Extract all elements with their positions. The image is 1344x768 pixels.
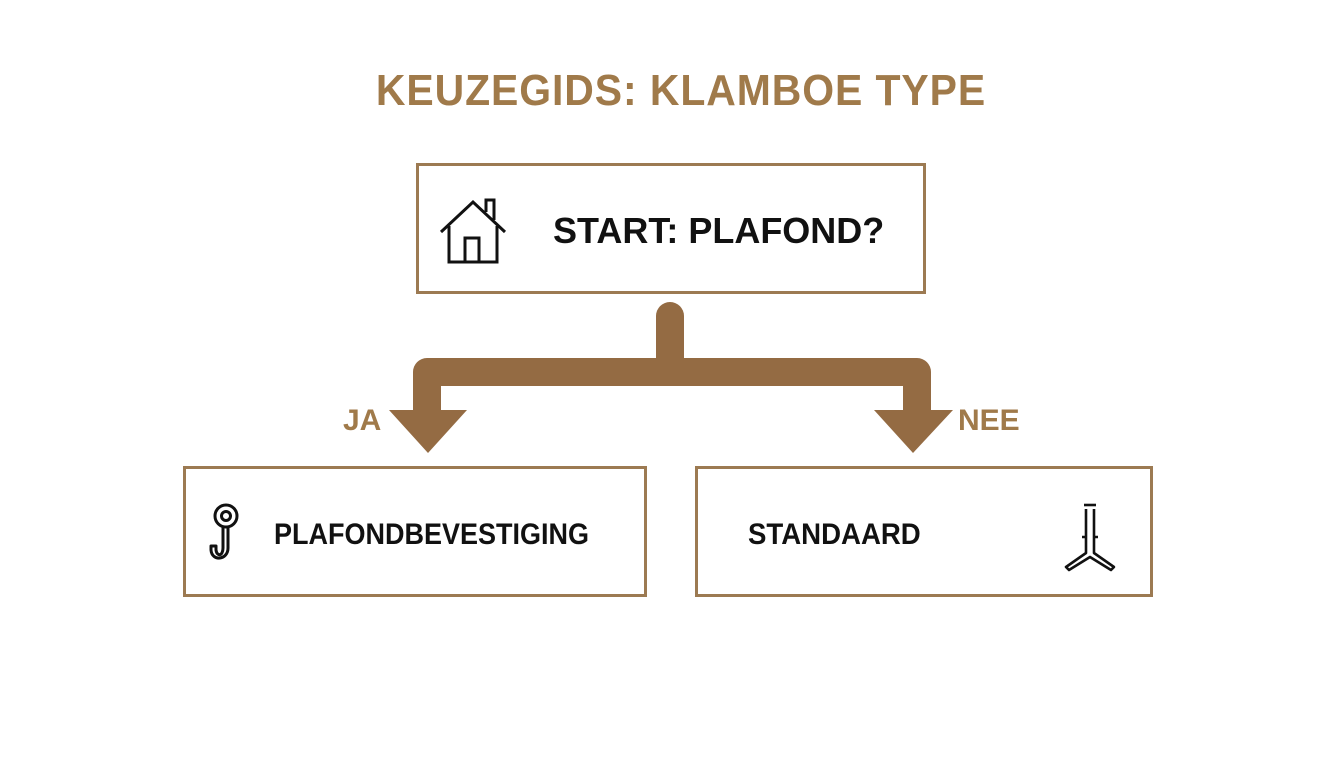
start-node-label: START: PLAFOND?	[553, 210, 885, 251]
branch-label-no: NEE	[958, 404, 1020, 437]
start-node: START: PLAFOND?	[416, 163, 926, 294]
arrow-head-yes	[389, 410, 467, 453]
house-icon	[439, 198, 507, 264]
branch-label-yes: JA	[343, 404, 382, 437]
arrow-head-no	[874, 410, 953, 453]
diagram-title: KEUZEGIDS: KLAMBOE TYPE	[375, 66, 987, 115]
result-label-yes: PLAFONDBEVESTIGING	[274, 518, 590, 551]
result-node-yes: PLAFONDBEVESTIGING	[183, 466, 647, 597]
result-label-no: STANDAARD	[748, 518, 921, 551]
ceiling-hook-icon	[209, 503, 239, 560]
stand-icon	[1064, 503, 1116, 572]
result-node-no: STANDAARD	[695, 466, 1153, 597]
connector-bar	[413, 358, 931, 412]
